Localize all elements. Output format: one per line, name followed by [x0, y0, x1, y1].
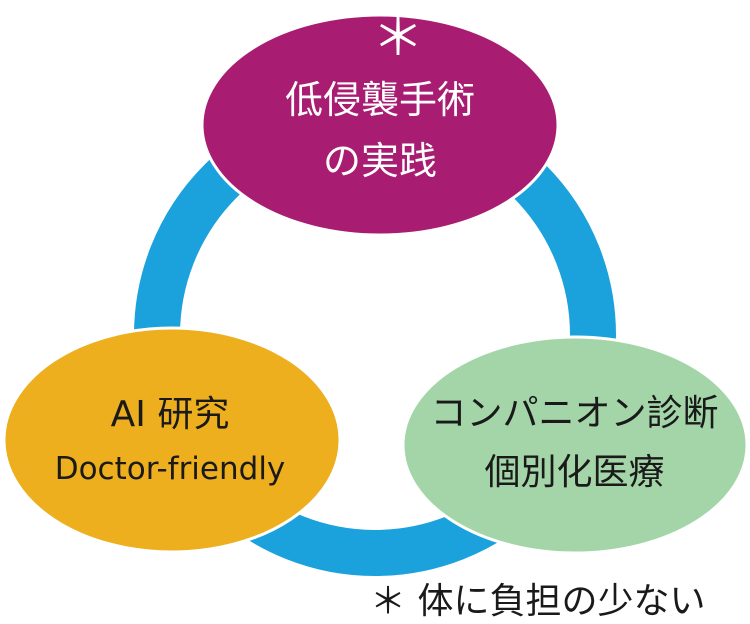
- right-node-line2: 個別化医療: [484, 452, 665, 494]
- top-node-line1: 低侵襲手術: [284, 78, 475, 122]
- left-node-line2: Doctor-friendly: [54, 451, 286, 488]
- top-node-label: 低侵襲手術 の実践: [215, 70, 545, 192]
- left-node-line1: AI 研究: [110, 394, 230, 435]
- footnote: ＊ 体に負担の少ない: [370, 581, 706, 622]
- right-node-label: コンパニオン診断 個別化医療: [402, 384, 747, 503]
- node-top: [200, 13, 560, 237]
- left-node-label: AI 研究 Doctor-friendly: [10, 385, 330, 496]
- right-node-line1: コンパニオン診断: [430, 393, 719, 434]
- node-left: [2, 326, 342, 554]
- top-node-line2: の実践: [322, 138, 437, 183]
- node-right: [401, 335, 749, 555]
- top-node-asterisk: ＊: [371, 8, 424, 68]
